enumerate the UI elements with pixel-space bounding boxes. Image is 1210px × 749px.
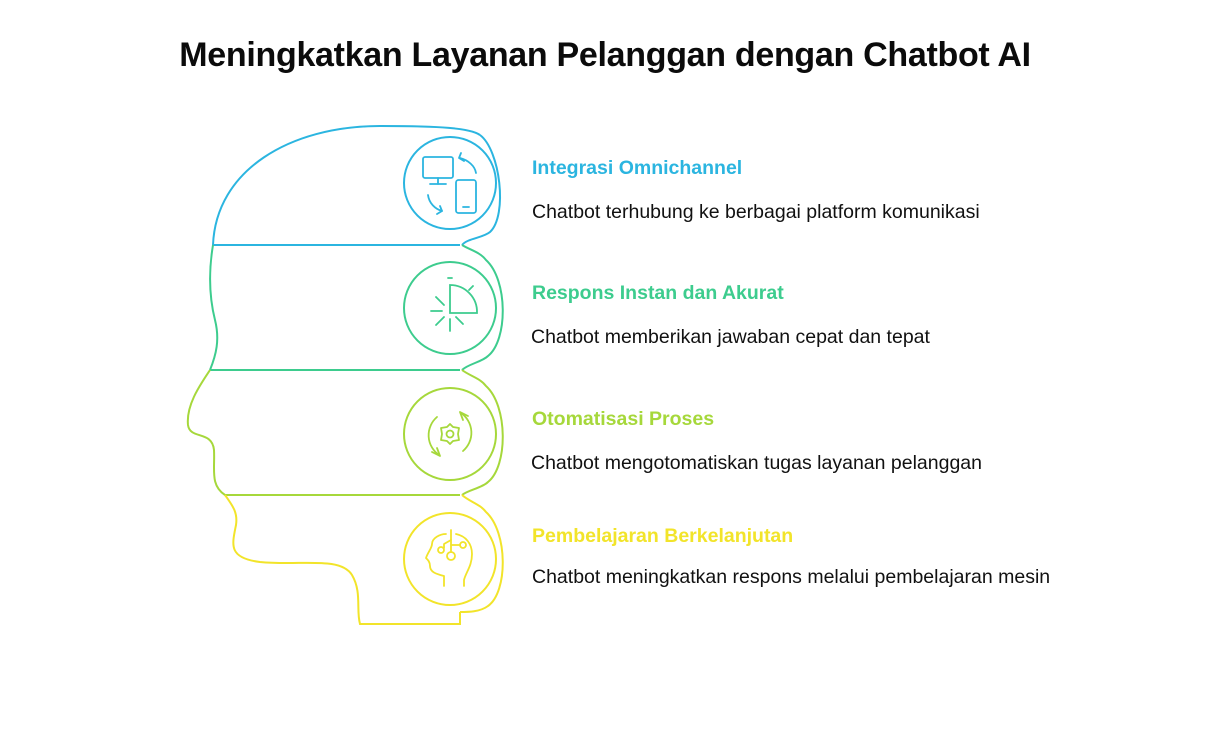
band-3-lobe — [461, 369, 504, 496]
head-outline-nose — [186, 369, 226, 496]
item-title-otomatisasi: Otomatisasi Proses — [532, 408, 715, 430]
head-band-2 — [209, 244, 504, 371]
head-outline-top — [212, 124, 481, 246]
devices-sync-icon — [422, 152, 477, 215]
icon-circle-3 — [403, 387, 497, 481]
band-1-lobe — [461, 134, 501, 246]
brain-head-icon — [425, 529, 473, 587]
head-band-3 — [186, 369, 504, 496]
icon-circle-4 — [403, 512, 497, 606]
band-2-lobe — [461, 244, 504, 371]
icon-circle-1 — [403, 136, 497, 230]
head-outline-forehead — [209, 244, 219, 371]
band-4-lobe — [459, 494, 504, 613]
item-title-respons: Respons Instan dan Akurat — [532, 282, 784, 304]
item-description-otomatisasi: Chatbot mengotomatiskan tugas layanan pe… — [531, 452, 982, 474]
item-title-integrasi: Integrasi Omnichannel — [532, 157, 743, 179]
gear-cycle-icon — [427, 411, 473, 457]
head-outline-chin — [224, 494, 461, 625]
item-description-respons: Chatbot memberikan jawaban cepat dan tep… — [531, 326, 930, 348]
stopwatch-icon — [430, 277, 478, 332]
page-title: Meningkatkan Layanan Pelanggan dengan Ch… — [179, 36, 1031, 74]
item-description-pembelajaran: Chatbot meningkatkan respons melalui pem… — [532, 566, 1051, 588]
item-title-pembelajaran: Pembelajaran Berkelanjutan — [532, 525, 794, 547]
head-band-4 — [224, 494, 504, 625]
icon-circle-2 — [403, 261, 497, 355]
head-band-1 — [212, 124, 501, 246]
item-description-integrasi: Chatbot terhubung ke berbagai platform k… — [532, 201, 980, 223]
